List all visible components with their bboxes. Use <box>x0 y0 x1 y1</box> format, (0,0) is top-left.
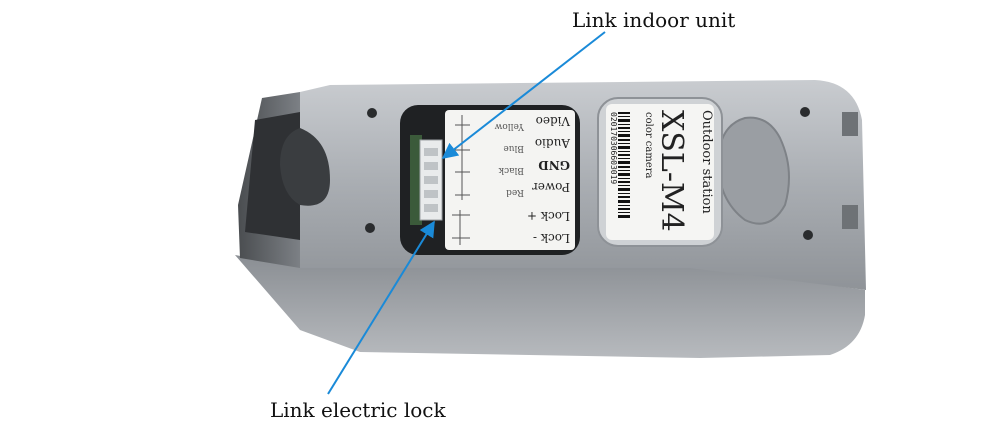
product-line3: color camera <box>643 112 654 179</box>
screw-hole <box>800 107 810 117</box>
connector-pcb <box>410 135 422 225</box>
product-label-text: 020170306603019 color camera XSL-M4 Outd… <box>609 110 714 232</box>
screw-hole <box>367 108 377 118</box>
callout-link-indoor-unit: Link indoor unit <box>572 8 736 32</box>
screw-hole <box>803 230 813 240</box>
housing-front-face <box>235 255 865 358</box>
connector-pins <box>424 148 438 212</box>
wiring-row-text: Video <box>536 114 571 128</box>
callout-arrow-bottom <box>327 220 435 395</box>
side-clip <box>842 205 858 229</box>
callout-arrow-top <box>441 31 606 159</box>
wiring-row-text: Black <box>498 165 524 175</box>
wiring-row-text: Blue <box>503 143 524 153</box>
serial-number: 020170306603019 <box>609 112 618 184</box>
product-line1: Outdoor station <box>699 110 714 214</box>
wiring-row-text: Lock + <box>527 209 570 223</box>
wiring-label-sticker <box>445 110 575 250</box>
side-clip <box>842 112 858 136</box>
wiring-label-text: Video Yellow Audio Blue GND Black Power … <box>494 114 571 245</box>
screw-hole <box>365 223 375 233</box>
product-label-sticker <box>606 104 714 240</box>
wiring-row-text: Power <box>532 180 570 194</box>
wiring-row-text: Audio <box>535 136 571 150</box>
wiring-row-text: Lock - <box>533 231 570 245</box>
wiring-label-lines <box>452 115 470 245</box>
wiring-row-text: GND <box>538 158 570 172</box>
callout-link-electric-lock: Link electric lock <box>270 398 446 422</box>
wiring-row-text: Yellow <box>494 121 525 131</box>
product-model: XSL-M4 <box>654 110 689 232</box>
barcode <box>618 112 630 218</box>
left-recess <box>280 128 330 206</box>
wiring-row-text: Red <box>506 187 524 197</box>
